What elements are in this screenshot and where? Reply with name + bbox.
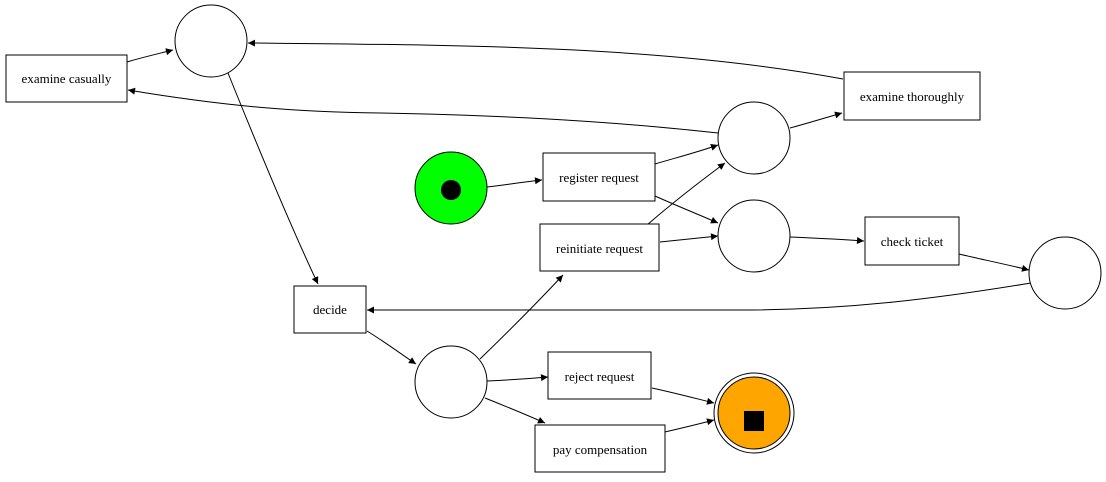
transition-pay-compensation: pay compensation — [534, 424, 666, 473]
end-place-outer-ring — [713, 372, 795, 454]
arc-reinitiate-to-p3 — [659, 233, 719, 243]
transition-reject-request: reject request — [547, 351, 652, 400]
end-place — [713, 372, 795, 454]
transition-label: register request — [559, 170, 639, 185]
arc-register-to-p3 — [654, 195, 719, 224]
arc-pay-to-end — [664, 418, 715, 433]
arc-p5-to-reject — [486, 374, 549, 382]
places — [174, 4, 1102, 454]
transition-label: check ticket — [881, 234, 944, 249]
arc-reinitiate-to-p2 — [646, 162, 726, 226]
end-square-icon — [744, 411, 764, 431]
arc-p2-to-examine-casually — [127, 87, 719, 134]
arc-p5-to-pay — [484, 397, 546, 424]
transition-decide: decide — [293, 285, 367, 334]
transition-label: decide — [313, 302, 347, 317]
arc-p2-to-examine-thoroughly — [789, 111, 843, 129]
transition-register-request: register request — [542, 152, 656, 202]
arc-p4-to-decide — [367, 282, 1032, 314]
transitions: examine casually examine thoroughly regi… — [5, 54, 981, 473]
edges — [126, 39, 1032, 433]
arc-p5-to-reinitiate — [479, 274, 564, 360]
arc-start-to-register — [486, 177, 543, 188]
transition-label: pay compensation — [553, 442, 648, 457]
arc-p1-to-decide — [227, 72, 319, 285]
start-token-icon — [441, 180, 461, 200]
start-place — [414, 151, 488, 225]
arc-reject-to-end — [651, 387, 715, 405]
arc-register-to-p2 — [654, 143, 719, 165]
transition-label: reject request — [565, 369, 635, 384]
transition-check-ticket: check ticket — [864, 216, 960, 266]
place-p1 — [174, 4, 248, 78]
transition-label: examine thoroughly — [860, 89, 965, 104]
arc-check-ticket-to-p4 — [958, 253, 1030, 272]
transition-examine-casually: examine casually — [5, 54, 128, 103]
arc-examine-thoroughly-to-p1 — [247, 39, 844, 80]
place-p5 — [414, 345, 488, 419]
transition-label: examine casually — [22, 71, 112, 86]
place-p4 — [1028, 236, 1102, 310]
transition-examine-thoroughly: examine thoroughly — [843, 71, 981, 121]
place-p2 — [717, 101, 791, 175]
arc-examine-casually-to-p1 — [126, 48, 174, 63]
transition-reinitiate-request: reinitiate request — [539, 223, 660, 272]
arc-p3-to-check-ticket — [789, 236, 865, 245]
arc-decide-to-p5 — [366, 330, 417, 365]
transition-label: reinitiate request — [556, 241, 643, 256]
place-p3 — [717, 199, 791, 273]
